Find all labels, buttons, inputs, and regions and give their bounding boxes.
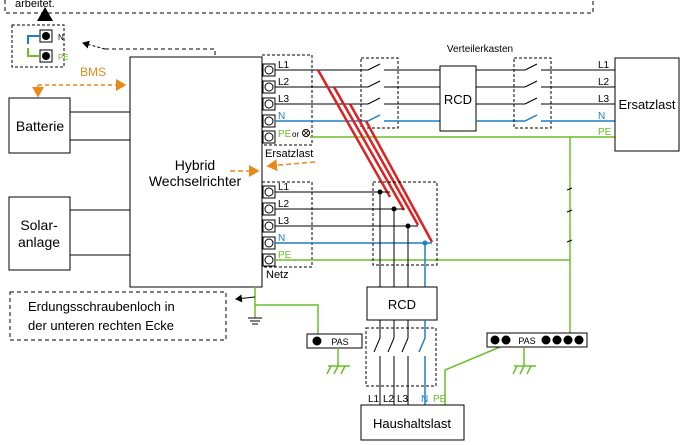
top-note-text: arbeitet. [15, 0, 55, 10]
svg-text:N: N [278, 233, 285, 244]
svg-text:PE: PE [433, 394, 447, 405]
grid-terminal-l2: L2 [262, 199, 290, 216]
svg-text:L3: L3 [397, 394, 409, 405]
small-terminal-pe-label: PE [58, 53, 69, 62]
distribution-box-label: Verteilerkasten [447, 44, 513, 55]
backup-terminal-l3: L3 [262, 94, 290, 111]
pas-right-label: PAS [518, 336, 535, 346]
grid-terminal-block: L1 L2 L3 N PE Netz [261, 181, 313, 281]
small-terminal-n-label: N [58, 33, 64, 42]
backup-load-label: Ersatzlast [618, 97, 675, 112]
grid-terminal-pe: PE [262, 250, 292, 267]
svg-text:PE: PE [598, 127, 612, 138]
solar-label-line1: Solar- [20, 217, 58, 233]
backup-terminal-l2: L2 [262, 77, 290, 94]
hybrid-inverter: Hybrid Wechselrichter [129, 56, 263, 288]
pas-left-label: PAS [331, 337, 348, 347]
svg-text:PE: PE [278, 129, 292, 140]
grid-wiring [275, 181, 570, 287]
backup-wiring: RCD Verteilerkasten L1 L2 L3 N PE Ersatz… [275, 44, 680, 333]
inverter-label-line2: Wechselrichter [149, 173, 242, 189]
svg-text:L3: L3 [278, 216, 290, 227]
ground-note-box: Erdungsschraubenloch in der unteren rech… [9, 291, 227, 341]
ground-note-line1: Erdungsschraubenloch in [28, 299, 175, 314]
bms-link: BMS [32, 65, 127, 98]
grid-terminal-n: N [262, 233, 285, 250]
grid-terminal-l3: L3 [262, 216, 290, 233]
household-rcd-label: RCD [388, 297, 416, 312]
svg-text:N: N [598, 111, 605, 122]
svg-text:L2: L2 [598, 77, 610, 88]
backup-terminal-block: L1 L2 L3 N PE or Ersatzlast [261, 54, 313, 160]
svg-text:L2: L2 [278, 77, 290, 88]
battery-label: Batterie [16, 118, 64, 134]
svg-text:N: N [278, 111, 285, 122]
svg-text:L1: L1 [598, 60, 610, 71]
grid-terminal-l1: L1 [262, 182, 290, 199]
pas-bar-right: PAS [486, 332, 588, 375]
svg-text:L1: L1 [368, 394, 380, 405]
inverter-label-line1: Hybrid [175, 157, 215, 173]
grid-phase-lines [316, 69, 434, 243]
svg-text:L3: L3 [598, 94, 610, 105]
svg-text:L1: L1 [278, 182, 290, 193]
household-load-label: Haushaltslast [373, 416, 451, 431]
pas-bar-left: PAS [255, 304, 363, 375]
svg-text:L1: L1 [278, 60, 290, 71]
bms-label: BMS [80, 65, 106, 79]
pe-or-symbol: or [292, 130, 299, 139]
svg-text:L2: L2 [278, 199, 290, 210]
solar-box: Solar- anlage [8, 196, 130, 271]
ground-note-line2: der unteren rechten Ecke [28, 318, 174, 333]
backup-group-label: Ersatzlast [265, 148, 313, 160]
backup-terminal-pe: PE or [262, 129, 310, 144]
inverter-ground [235, 287, 262, 325]
grid-group-label: Netz [266, 269, 289, 281]
household-rcd-branch: RCD L1 L2 L3 N PE Haushaltslast [360, 286, 501, 441]
backup-terminal-n: N [262, 111, 285, 128]
rcd-label: RCD [444, 92, 472, 107]
solar-label-line2: anlage [18, 234, 60, 250]
small-n-pe-terminal: N PE [11, 24, 106, 68]
svg-text:PE: PE [278, 250, 292, 261]
svg-text:L2: L2 [383, 394, 395, 405]
battery-box: Batterie [8, 97, 130, 154]
backup-terminal-l1: L1 [262, 60, 290, 77]
svg-text:N: N [421, 394, 428, 405]
top-note-box: arbeitet. [4, 0, 594, 21]
svg-text:L3: L3 [278, 94, 290, 105]
